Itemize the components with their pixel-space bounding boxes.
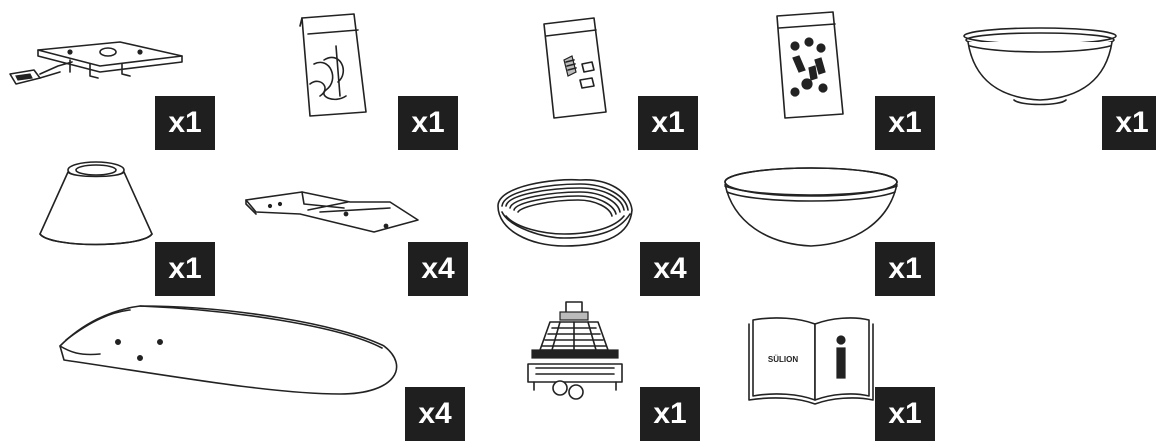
part-motor-assembly: x1	[510, 290, 710, 435]
part-glass-cover: x1	[715, 150, 945, 290]
quantity-badge: x1	[398, 96, 458, 150]
part-screw-bag-b: x1	[530, 0, 710, 150]
part-screw-bag-a: x1	[290, 0, 470, 150]
quantity-badge: x4	[640, 242, 700, 296]
manual-cover-text: SÜLION	[768, 355, 798, 364]
quantity-badge: x1	[638, 96, 698, 150]
quantity-badge: x1	[875, 96, 935, 150]
part-canopy: x1	[0, 150, 225, 290]
part-blade-arm: x4	[240, 150, 470, 290]
quantity-badge: x1	[875, 387, 935, 441]
part-light-bowl: x1	[960, 0, 1156, 150]
part-mounting-bracket: x1	[0, 0, 225, 150]
quantity-badge: x1	[155, 96, 215, 150]
quantity-badge: x1	[1102, 96, 1156, 150]
fan-blade-icon	[0, 290, 470, 435]
part-instruction-manual: SÜLION x1	[735, 290, 945, 435]
quantity-badge: x1	[155, 242, 215, 296]
quantity-badge: x1	[875, 242, 935, 296]
part-decorative-ring: x4	[490, 150, 710, 290]
part-screw-bag-c: x1	[765, 0, 945, 150]
quantity-badge: x1	[640, 387, 700, 441]
quantity-badge: x4	[408, 242, 468, 296]
quantity-badge: x4	[405, 387, 465, 441]
part-fan-blade: x4	[0, 290, 470, 435]
